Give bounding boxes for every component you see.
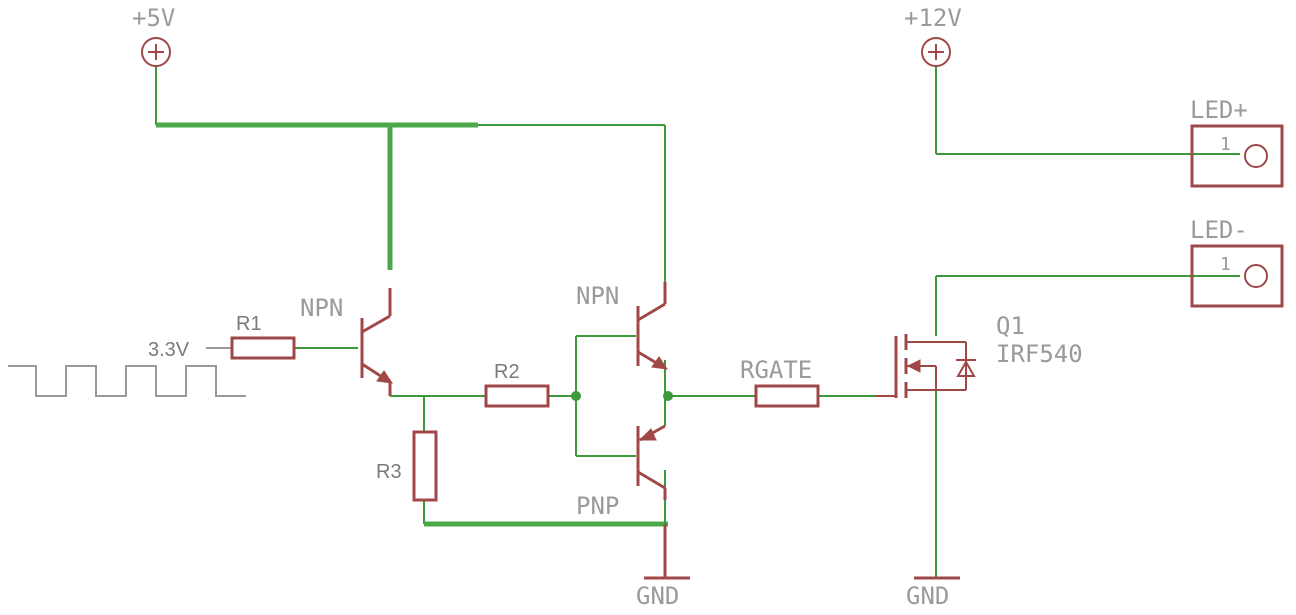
- resistor-r2: [484, 384, 550, 408]
- supply-5v-symbol: [141, 37, 171, 67]
- connector-led-minus-label: LED-: [1190, 216, 1248, 244]
- mosfet-value-label: IRF540: [996, 340, 1083, 368]
- supply-5v-label: +5V: [132, 4, 175, 32]
- pnp-pull-label: PNP: [576, 492, 619, 520]
- connector-led-minus-pin: 1: [1220, 254, 1231, 275]
- junction-output: [663, 391, 673, 401]
- npn-input-label: NPN: [300, 294, 343, 322]
- connector-led-minus: [1190, 244, 1284, 308]
- supply-12v-symbol: [921, 37, 951, 67]
- supply-12v-label: +12V: [904, 4, 962, 32]
- square-wave-icon: [8, 365, 246, 397]
- pnp-pull-transistor: [636, 424, 667, 500]
- mosfet-name-label: Q1: [996, 312, 1025, 340]
- npn-input-transistor: [360, 288, 394, 396]
- resistor-r1-label: R1: [236, 313, 262, 335]
- connector-led-plus: [1190, 124, 1284, 188]
- resistor-r2-label: R2: [494, 361, 520, 383]
- input-level-label: 3.3V: [148, 339, 190, 361]
- wires: [155, 66, 1240, 578]
- connector-led-plus-pin: 1: [1220, 134, 1231, 155]
- resistor-r3: [412, 430, 438, 502]
- resistor-rgate-label: RGATE: [740, 356, 812, 384]
- npn-push-transistor: [636, 282, 669, 370]
- npn-push-label: NPN: [576, 282, 619, 310]
- resistor-rgate: [754, 384, 820, 408]
- gnd-left-label: GND: [636, 582, 679, 610]
- connector-led-plus-label: LED+: [1190, 96, 1248, 124]
- gnd-right-label: GND: [906, 582, 949, 610]
- mosfet-q1: [876, 334, 976, 398]
- resistor-r1: [230, 336, 296, 360]
- junction-bases: [571, 391, 581, 401]
- resistor-r3-label: R3: [376, 461, 402, 483]
